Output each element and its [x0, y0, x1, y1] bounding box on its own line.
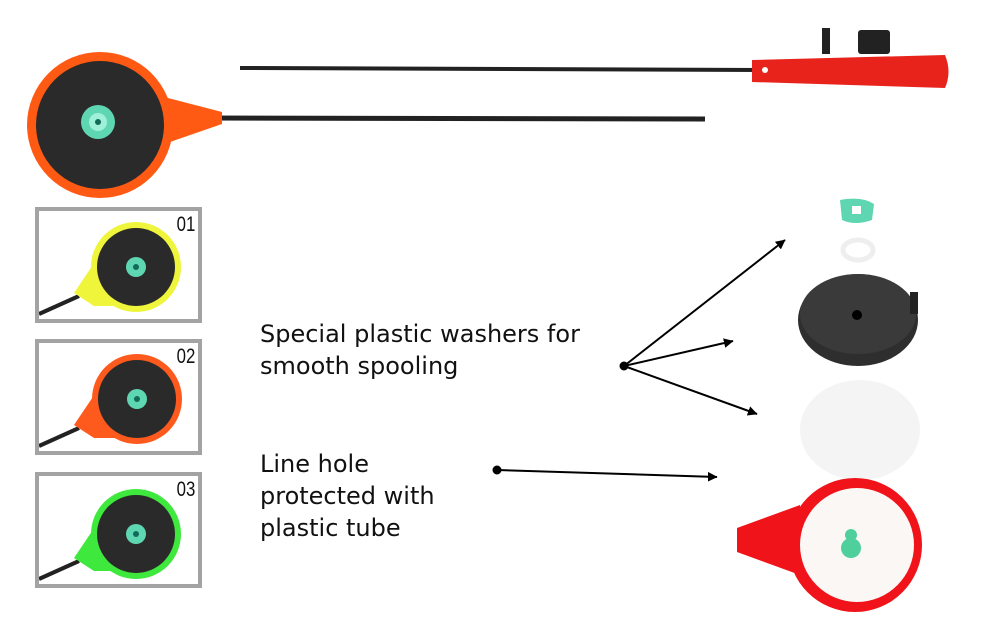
variant-01-reel-image: [39, 222, 181, 316]
caption-line: Line hole: [260, 450, 369, 478]
caption-line: plastic tube: [260, 514, 401, 542]
washers-caption: Special plastic washers for smooth spool…: [260, 318, 580, 382]
line-hole-arrow: [492, 465, 718, 478]
variant-01-thumbnail[interactable]: 01: [35, 207, 202, 323]
line-hole-caption: Line hole protected with plastic tube: [260, 448, 435, 544]
caption-line: protected with: [260, 482, 435, 510]
red-ice-rod-image: [239, 28, 949, 88]
caption-line: smooth spooling: [260, 352, 459, 380]
washers-arrows: [619, 239, 786, 414]
variant-03-thumbnail[interactable]: 03: [35, 472, 202, 588]
orange-ice-rod-image: [27, 52, 706, 198]
variant-number: 02: [176, 345, 195, 368]
exploded-reel-parts: [737, 198, 922, 612]
variant-03-reel-image: [39, 489, 181, 581]
variant-02-reel-image: [39, 354, 182, 448]
variant-number: 01: [176, 213, 195, 236]
caption-line: Special plastic washers for: [260, 320, 580, 348]
variant-number: 03: [176, 478, 195, 501]
variant-02-thumbnail[interactable]: 02: [35, 339, 202, 455]
